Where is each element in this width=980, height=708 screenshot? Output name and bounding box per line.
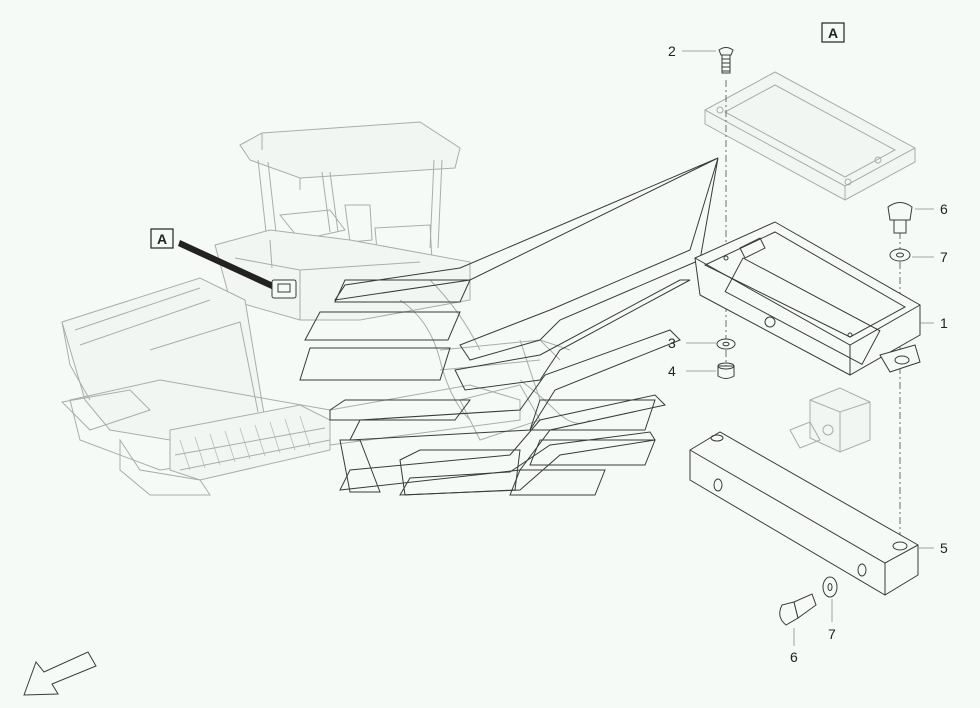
callout-7-lower: 7 (828, 626, 836, 642)
zoom-stream-lines (299, 157, 719, 496)
part-washer-7-upper (889, 248, 911, 262)
part-screw-2 (718, 47, 734, 74)
callout-6-lower: 6 (790, 649, 798, 665)
paver-machine (60, 121, 591, 496)
part-washer-7-lower (822, 576, 838, 598)
callout-leaders (682, 50, 934, 646)
callout-7-upper: 7 (940, 249, 948, 265)
callout-1: 1 (940, 315, 948, 331)
part-bracket-housing-1 (694, 221, 921, 376)
callout-3: 3 (668, 335, 676, 351)
part-washer-3 (716, 338, 736, 350)
callout-numbers: 2 6 7 1 3 4 5 7 6 (668, 43, 948, 665)
part-bolt-6-lower (779, 593, 817, 626)
machine-view-label: A (150, 228, 174, 249)
part-nut-4 (717, 362, 735, 379)
detail-view-label-text: A (828, 25, 838, 41)
arrow-down-left-icon (23, 651, 97, 696)
callout-4: 4 (668, 363, 676, 379)
detail-view-label: A (821, 22, 845, 43)
callout-6-upper: 6 (940, 201, 948, 217)
ghost-sensor-module (789, 387, 871, 453)
machine-view-label-text: A (157, 231, 167, 247)
callout-2: 2 (668, 43, 676, 59)
machine-detail-pointer (178, 240, 297, 299)
callout-5: 5 (940, 540, 948, 556)
part-lower-bracket-5 (689, 431, 919, 596)
ghost-mounting-plate (704, 71, 916, 201)
part-bolt-6-upper (887, 202, 913, 234)
